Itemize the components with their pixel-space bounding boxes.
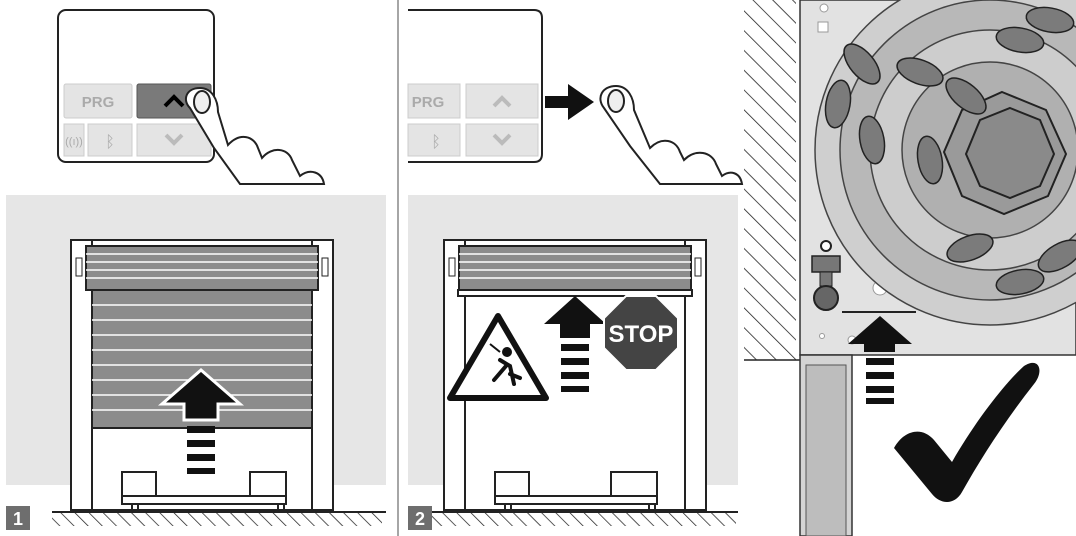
panel-step-1: PRG ((ı)) ᛒ — [6, 10, 386, 530]
bluetooth-icon: ᛒ — [105, 134, 115, 151]
antenna-icon: ((ı)) — [65, 136, 83, 148]
shutter-box-2 — [449, 246, 701, 296]
right-arrow-icon — [545, 84, 594, 120]
keypad-panel-1: PRG ((ı)) ᛒ — [58, 10, 214, 162]
bluetooth-icon-2: ᛒ — [431, 134, 441, 151]
step-number-2: 2 — [415, 509, 425, 529]
stop-sign-icon: STOP — [604, 296, 678, 370]
stop-sign-text: STOP — [609, 321, 674, 348]
panel-step-2: PRG ᛒ — [408, 10, 742, 530]
keypad-panel-2: PRG ᛒ — [408, 10, 542, 162]
panel-detail — [744, 0, 1076, 536]
pressing-finger-icon — [186, 88, 324, 184]
up-key[interactable] — [466, 84, 538, 118]
shutter-box-1 — [76, 246, 328, 290]
step-number-1: 1 — [13, 509, 23, 529]
prg-key-label-2: PRG — [412, 94, 445, 111]
checkmark-icon — [894, 363, 1039, 502]
prg-key-label: PRG — [82, 94, 115, 111]
released-finger-icon — [600, 86, 742, 184]
